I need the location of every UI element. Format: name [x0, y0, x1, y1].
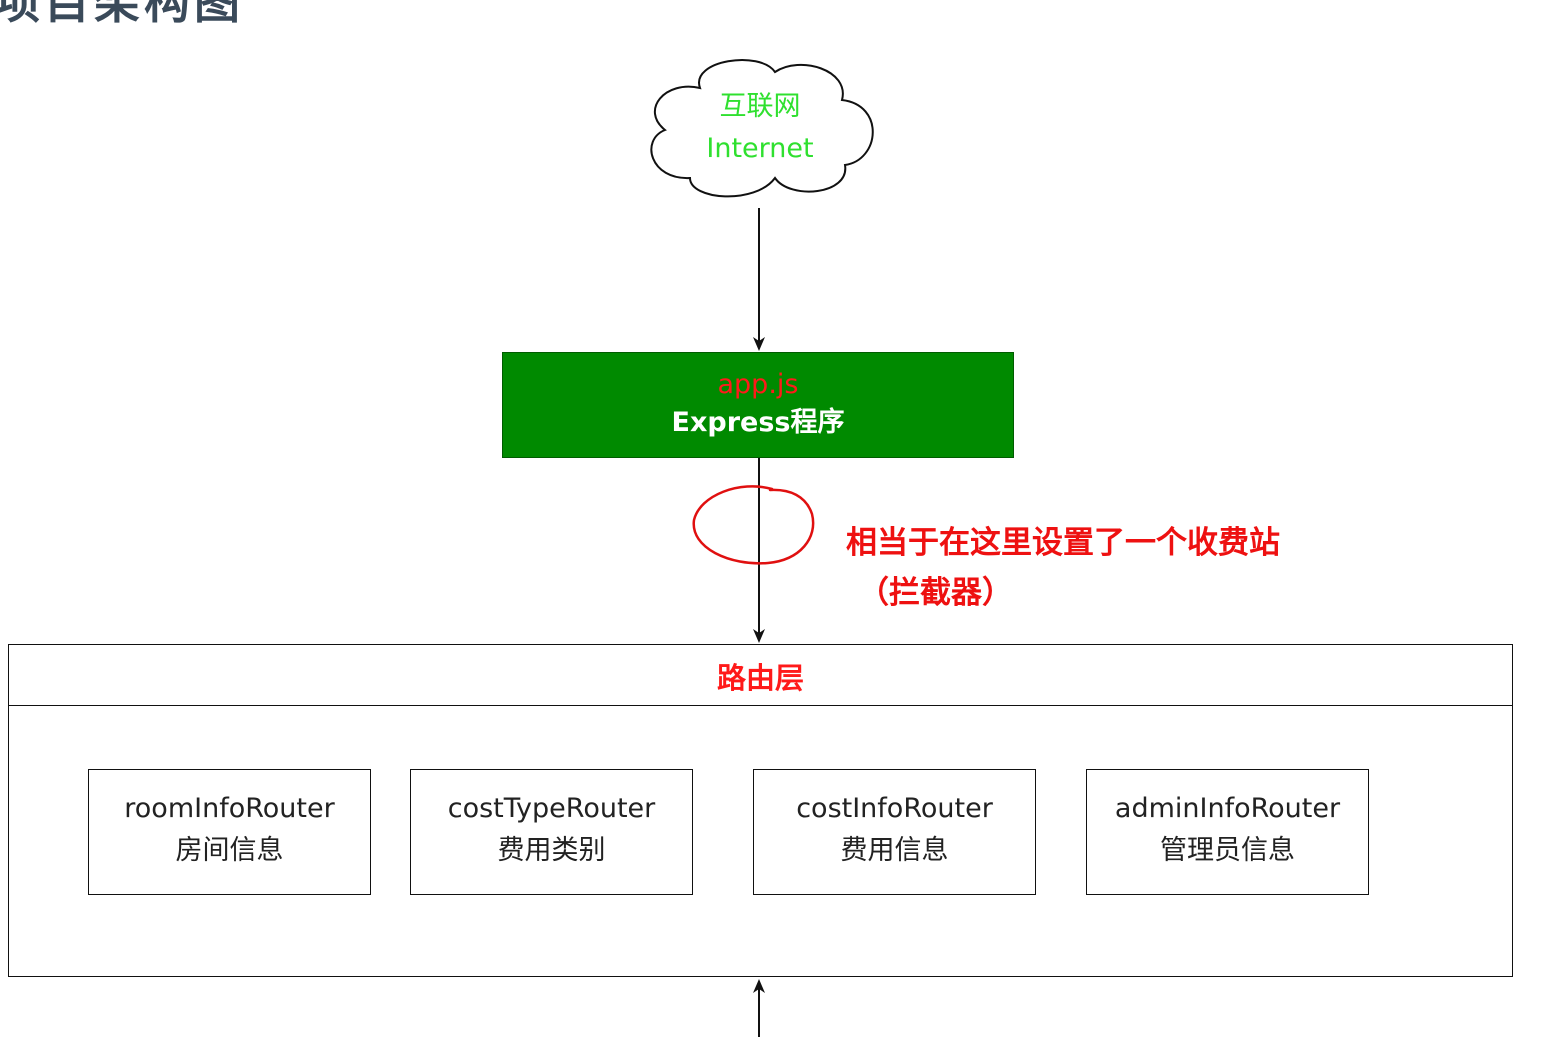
router-desc: 管理员信息 [1160, 835, 1295, 866]
interceptor-mark-icon [692, 485, 815, 565]
router-name: adminInfoRouter [1114, 793, 1341, 824]
router-name: roomInfoRouter [124, 793, 335, 824]
router-layer-title: 路由层 [9, 645, 1512, 706]
router-node-room-info: roomInfoRouter 房间信息 [88, 769, 371, 895]
internet-cloud-icon [650, 59, 874, 198]
page-title: 项目架构图 [0, 0, 244, 29]
interceptor-annotation: 相当于在这里设置了一个收费站 （拦截器） [846, 518, 1280, 618]
internet-label-cn: 互联网 [719, 91, 801, 122]
internet-label-en: Internet [706, 133, 814, 164]
router-desc: 费用信息 [840, 835, 949, 866]
router-name: costInfoRouter [796, 793, 993, 824]
router-desc: 费用类别 [497, 835, 606, 866]
router-layer-container: 路由层 roomInfoRouter 房间信息 costTypeRouter 费… [8, 644, 1513, 977]
router-name: costTypeRouter [447, 793, 656, 824]
app-desc-label: Express程序 [671, 407, 845, 438]
router-node-admin-info: adminInfoRouter 管理员信息 [1086, 769, 1369, 895]
router-node-cost-type: costTypeRouter 费用类别 [410, 769, 693, 895]
router-desc: 房间信息 [175, 835, 284, 866]
annotation-line-1: 相当于在这里设置了一个收费站 [846, 525, 1280, 561]
app-file-label: app.js [717, 369, 799, 400]
router-node-cost-info: costInfoRouter 费用信息 [753, 769, 1036, 895]
annotation-line-2: （拦截器） [858, 575, 1013, 611]
app-node: app.js Express程序 [502, 352, 1014, 458]
internet-node: 互联网 Internet [648, 86, 872, 170]
